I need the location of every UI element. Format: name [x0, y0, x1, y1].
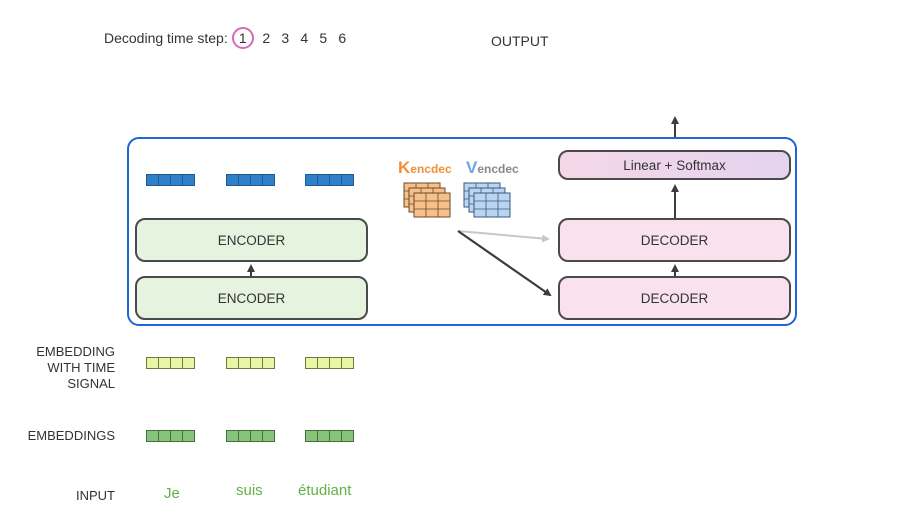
input-word-2: suis	[236, 482, 263, 499]
step-label: Decoding time step:	[104, 30, 228, 46]
step-1-active[interactable]: 1	[231, 27, 254, 49]
encoder-bottom[interactable]: ENCODER	[135, 276, 368, 320]
time-signal-vector-2	[226, 357, 275, 369]
k-encdec-label: Kencdec	[398, 158, 452, 177]
decoder-bottom[interactable]: DECODER	[558, 276, 791, 320]
embedding-vector-1	[146, 430, 195, 442]
linear-softmax-block[interactable]: Linear + Softmax	[558, 150, 791, 180]
input-label: INPUT	[76, 488, 115, 503]
input-word-1: Je	[164, 485, 180, 502]
step-5[interactable]: 5	[319, 30, 328, 46]
input-word-3: étudiant	[298, 482, 352, 499]
time-signal-vector-1	[146, 357, 195, 369]
decoder-bottom-label: DECODER	[640, 290, 709, 306]
decoding-step-indicator: Decoding time step: 1 2 3 4 5 6	[104, 26, 352, 50]
embeddings-label: EMBEDDINGS	[27, 428, 115, 443]
embedding-time-signal-label: EMBEDDING WITH TIME SIGNAL	[36, 344, 115, 391]
linear-softmax-label: Linear + Softmax	[623, 157, 726, 173]
encoder-top[interactable]: ENCODER	[135, 218, 368, 262]
v-matrix-stack	[463, 182, 511, 218]
encoder-output-vector-1	[146, 174, 195, 186]
step-2[interactable]: 2	[262, 30, 271, 46]
step-3[interactable]: 3	[281, 30, 290, 46]
transformer-frame	[127, 137, 797, 326]
time-signal-vector-3	[305, 357, 354, 369]
embedding-vector-3	[305, 430, 354, 442]
output-label: OUTPUT	[491, 33, 549, 49]
step-4[interactable]: 4	[300, 30, 309, 46]
encoder-output-vector-2	[226, 174, 275, 186]
step-6[interactable]: 6	[338, 30, 347, 46]
encoder-output-vector-3	[305, 174, 354, 186]
encoder-top-label: ENCODER	[217, 232, 286, 248]
decoder-top-label: DECODER	[640, 232, 709, 248]
embedding-vector-2	[226, 430, 275, 442]
kv-to-decoder-bottom-arrow	[457, 230, 552, 297]
k-matrix-stack	[403, 182, 451, 218]
kv-to-decoder-top-arrow	[457, 230, 550, 243]
encoder-bottom-label: ENCODER	[217, 290, 286, 306]
v-encdec-label: Vencdec	[466, 158, 519, 177]
decoder-top[interactable]: DECODER	[558, 218, 791, 262]
